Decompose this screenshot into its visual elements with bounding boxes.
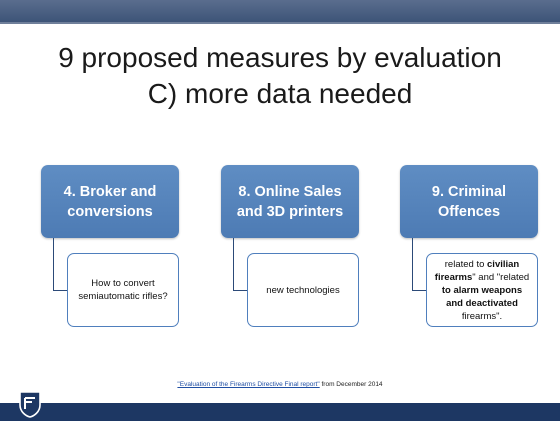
measure-4-detail-box: How to convert semiautomatic rifles?: [67, 253, 179, 327]
measure-9-detail-bold-2: to alarm weapons and deactivated: [441, 284, 523, 309]
top-banner: [0, 0, 560, 24]
measure-8-detail-text: new technologies: [266, 284, 340, 296]
measure-8-box: 8. Online Sales and 3D printers: [221, 165, 359, 238]
slide-title: 9 proposed measures by evaluation C) mor…: [0, 40, 560, 112]
measure-9-title-line-1: 9. Criminal: [431, 183, 507, 200]
measure-4-connector: [53, 238, 68, 291]
bottom-banner: [0, 403, 560, 421]
measure-9-detail-part-1: related to: [444, 258, 488, 270]
measure-8-title-line-2: and 3D printers: [236, 203, 344, 220]
source-suffix: from December 2014: [319, 381, 383, 388]
measure-9-detail-part-2: " and "related: [472, 271, 530, 283]
measure-9-detail-bold-1: civilian firearms: [434, 258, 520, 283]
measure-9-detail-part-3: firearms".: [461, 310, 503, 322]
measure-4-title-line-1: 4. Broker and: [63, 183, 157, 200]
shield-logo-icon: [19, 391, 41, 418]
measure-8-detail-box: new technologies: [247, 253, 359, 327]
measure-9-detail-box: related to civilian firearms" and "relat…: [426, 253, 538, 327]
measure-9-title-line-2: Offences: [437, 203, 501, 220]
source-citation: "Evaluation of the Firearms Directive Fi…: [0, 381, 560, 388]
source-report-link[interactable]: "Evaluation of the Firearms Directive Fi…: [177, 381, 320, 388]
measure-4-title-line-2: conversions: [67, 203, 153, 220]
title-line-2: C) more data needed: [147, 78, 413, 109]
measure-4-detail-line-2: semiautomatic rifles?: [78, 291, 168, 302]
measure-9-detail-text: related to civilian firearms" and "relat…: [433, 258, 531, 323]
measure-8-connector: [233, 238, 248, 291]
measure-4-detail-line-1: How to convert: [91, 278, 155, 289]
measure-9-connector: [412, 238, 427, 291]
title-line-1: 9 proposed measures by evaluation: [58, 42, 502, 73]
measure-9-box: 9. Criminal Offences: [400, 165, 538, 238]
measure-8-title-line-1: 8. Online Sales: [238, 183, 342, 200]
measure-4-box: 4. Broker and conversions: [41, 165, 179, 238]
